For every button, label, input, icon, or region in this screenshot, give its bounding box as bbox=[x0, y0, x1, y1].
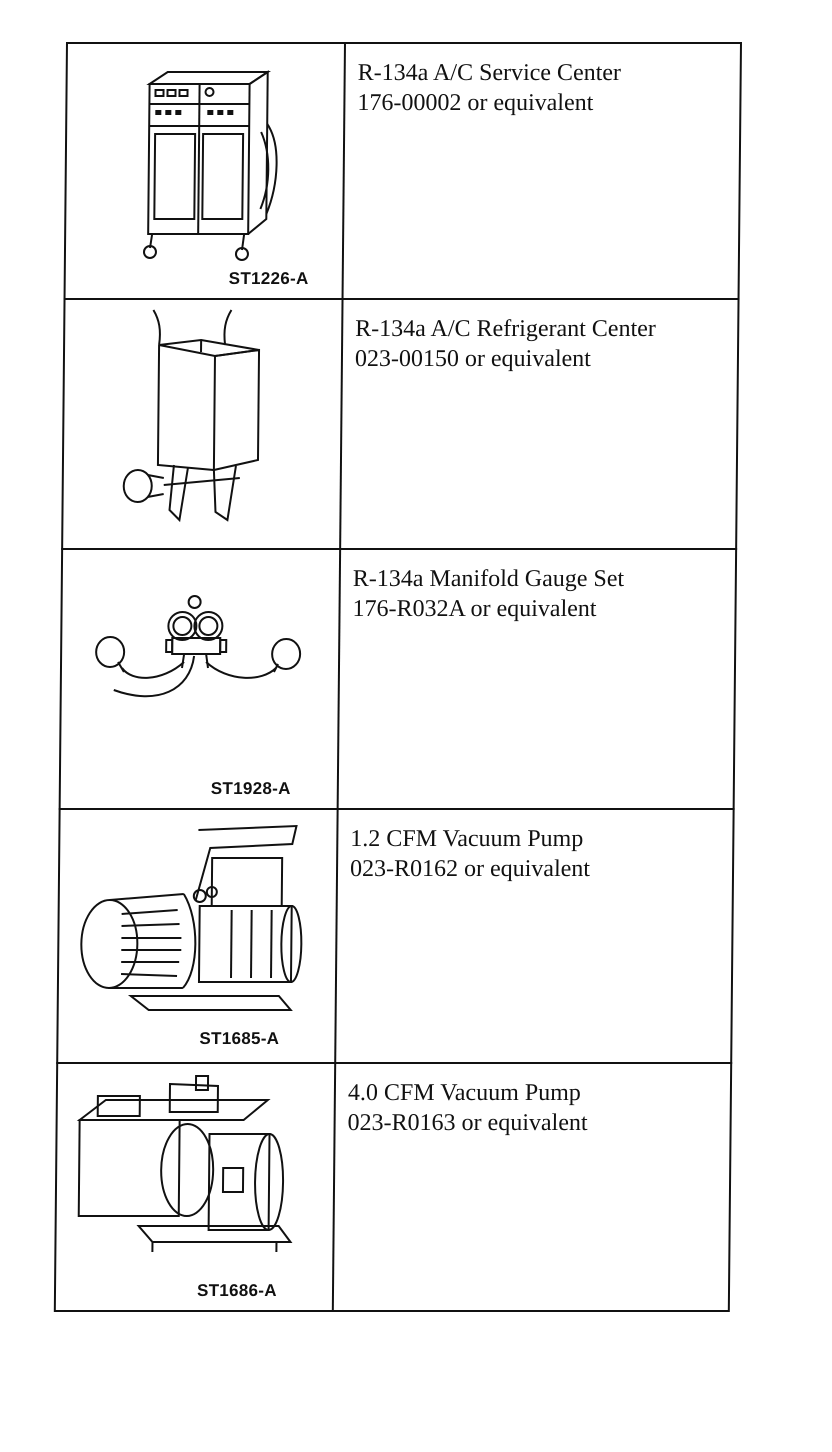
tool-image-cell: ST1685-A bbox=[58, 810, 339, 1064]
tool-image-cell: ST1686-A bbox=[55, 1064, 337, 1312]
tool-part-number: 023-R0163 or equivalent bbox=[347, 1110, 588, 1136]
refrigerant-center-icon bbox=[63, 300, 341, 550]
tool-part-number: 023-R0162 or equivalent bbox=[349, 856, 591, 882]
tool-name: R-134a A/C Refrigerant Center bbox=[355, 316, 656, 342]
tool-name: 1.2 CFM Vacuum Pump bbox=[350, 826, 584, 852]
tool-part-number: 176-00002 or equivalent bbox=[357, 90, 594, 116]
figure-code: ST1685-A bbox=[199, 1029, 280, 1048]
service-center-icon bbox=[66, 44, 344, 300]
tool-description-cell: 1.2 CFM Vacuum Pump 023-R0162 or equival… bbox=[336, 810, 732, 1062]
tool-row: ST1928-A R-134a Manifold Gauge Set 176-R… bbox=[58, 548, 738, 810]
tool-description-cell: 4.0 CFM Vacuum Pump 023-R0163 or equival… bbox=[334, 1064, 730, 1310]
tool-row: ST1226-A R-134a A/C Service Center 176-0… bbox=[63, 42, 742, 300]
tool-name: R-134a A/C Service Center bbox=[357, 60, 622, 86]
tool-row: ST1686-A 4.0 CFM Vacuum Pump 023-R0163 o… bbox=[53, 1062, 733, 1312]
tool-name: 4.0 CFM Vacuum Pump bbox=[347, 1080, 581, 1106]
tool-part-number: 176-R032A or equivalent bbox=[352, 596, 597, 622]
figure-code: ST1226-A bbox=[228, 269, 309, 288]
tool-description-cell: R-134a Manifold Gauge Set 176-R032A or e… bbox=[339, 550, 735, 808]
figure-code: ST1928-A bbox=[210, 779, 291, 798]
figure-code: ST1686-A bbox=[196, 1281, 277, 1300]
tool-description-cell: R-134a A/C Service Center 176-00002 or e… bbox=[344, 44, 740, 298]
tool-image-cell: ST1226-A bbox=[65, 44, 346, 300]
vacuum-pump-small-icon bbox=[58, 810, 336, 1064]
tool-table: ST1226-A R-134a A/C Service Center 176-0… bbox=[53, 42, 742, 1312]
vacuum-pump-large-icon bbox=[56, 1064, 334, 1312]
tool-name: R-134a Manifold Gauge Set bbox=[352, 566, 625, 592]
manifold-gauge-set-icon bbox=[61, 550, 339, 810]
tool-row: ST1685-A 1.2 CFM Vacuum Pump 023-R0162 o… bbox=[56, 808, 735, 1064]
tool-image-cell bbox=[63, 300, 344, 550]
tool-description-cell: R-134a A/C Refrigerant Center 023-00150 … bbox=[341, 300, 737, 548]
tool-part-number: 023-00150 or equivalent bbox=[354, 346, 592, 372]
tool-image-cell: ST1928-A bbox=[60, 550, 342, 810]
tool-row: R-134a A/C Refrigerant Center 023-00150 … bbox=[61, 298, 740, 550]
